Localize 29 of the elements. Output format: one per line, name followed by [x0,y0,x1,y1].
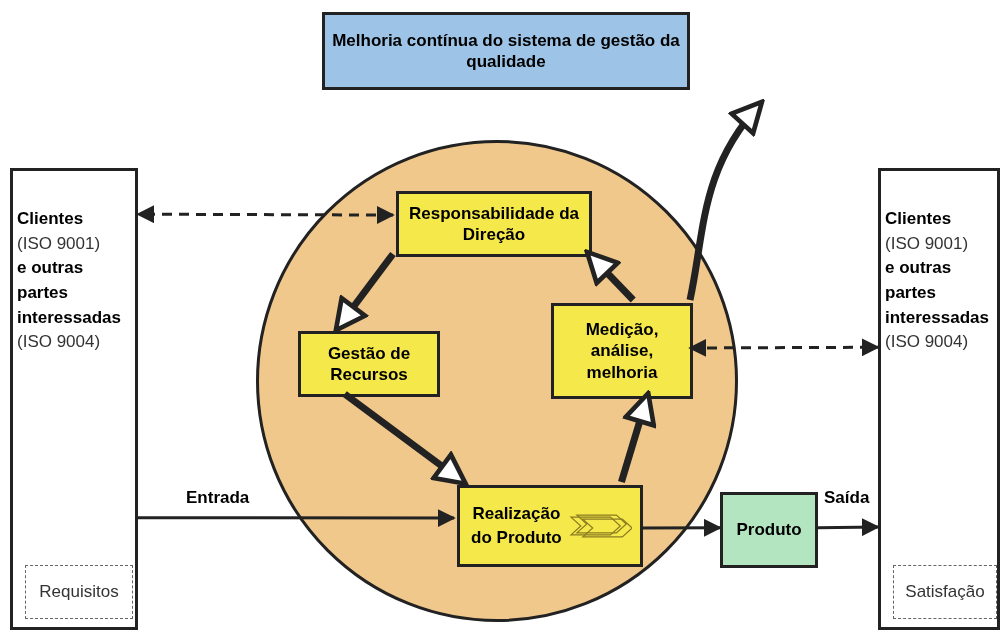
block-arrow [686,99,765,301]
process-step: Gestão de Recursos [298,331,440,397]
process-step: Medição, análise, melhoria [551,303,693,399]
block-arrow [618,390,657,483]
standard-reference: (ISO 9004) [885,331,970,354]
stakeholder-panel [10,168,138,630]
output-box: Produto [720,492,818,568]
block-arrow [333,251,396,333]
block-arrow [342,391,468,487]
arrow [817,518,880,537]
title-banner: Melhoria contínua do sistema de gestão da qualidade [322,12,690,90]
party-label: e outras partes interessadas [17,257,122,329]
requirement-tag: Requisitos [25,565,133,619]
arrow [640,518,722,537]
standard-reference: (ISO 9001) [885,232,970,255]
party-label: Clientes [17,208,85,230]
process-step [457,485,643,567]
party-label: Clientes [885,208,953,230]
block-arrow [584,249,636,303]
satisfaction-tag: Satisfação [893,565,997,619]
dashed-arrow [688,338,880,357]
arrow [138,509,456,528]
party-label: e outras partes interessadas [885,257,990,329]
standard-reference: (ISO 9001) [17,232,102,255]
step-label: Realização do Produto [470,503,563,549]
dashed-arrow [136,205,395,224]
process-step: Responsabilidade da Direção [396,191,592,257]
stakeholder-panel [878,168,1000,630]
standard-reference: (ISO 9004) [17,331,102,354]
